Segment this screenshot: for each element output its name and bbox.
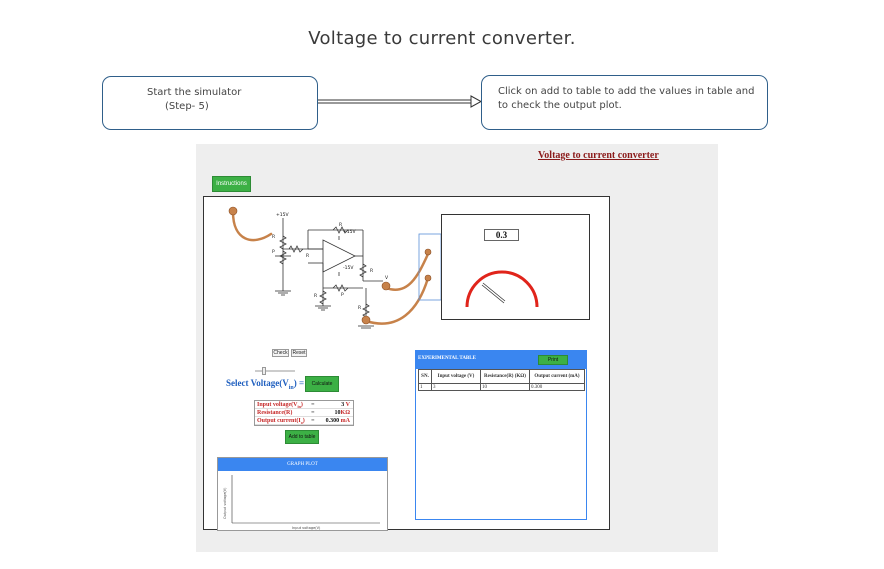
step-instruction-box: Click on add to table to add the values …	[481, 75, 768, 130]
voltage-slider-track[interactable]	[255, 370, 295, 372]
graph-area: Output voltage(V) Input voltage(V)	[223, 475, 380, 530]
table-title: EXPERIMENTAL TABLE	[418, 356, 476, 361]
results-panel: Input voltage(Vin) = 3 V Resistance(R) =…	[254, 400, 354, 426]
simulator-title: Voltage to current converter	[538, 150, 659, 161]
voltage-slider-thumb[interactable]	[262, 367, 266, 375]
table-cell: 3	[431, 383, 481, 391]
label-rl: R	[358, 305, 361, 311]
result-row: Resistance(R) = 10KΩ	[255, 409, 353, 417]
step-arrow	[318, 95, 483, 108]
circuit-diagram: +15V +15V -15V R P R R R P R R V	[228, 206, 442, 329]
table-cell: 1	[418, 383, 432, 391]
column-header: SN.	[418, 369, 432, 384]
label-r2: R	[306, 253, 309, 259]
experimental-table-panel: EXPERIMENTAL TABLE Print SN. Input volta…	[415, 350, 587, 520]
calculate-button[interactable]: Calculate	[305, 376, 339, 392]
label-p2: P	[341, 292, 344, 298]
result-row: Input voltage(Vin) = 3 V	[255, 401, 353, 409]
step-start-text: Start the simulator	[147, 87, 242, 98]
graph-xlabel: Input voltage(V)	[292, 526, 321, 530]
table-header: EXPERIMENTAL TABLE Print	[416, 351, 586, 369]
table-cell: 0.300	[529, 383, 585, 391]
column-header: Input voltage (V)	[431, 369, 481, 384]
add-to-table-button[interactable]: Add to table	[285, 430, 319, 444]
meter-reading: 0.3	[484, 229, 519, 241]
step-start-box: Start the simulator (Step- 5)	[102, 76, 318, 130]
instructions-button[interactable]: Instructions	[212, 176, 251, 192]
table-cell: 10	[480, 383, 530, 391]
label-minus15: -15V	[343, 265, 354, 271]
graph-ylabel: Output voltage(V)	[223, 487, 227, 519]
result-row: Output current(Io) = 0.300 mA	[255, 417, 353, 425]
graph-plot-panel: GRAPH PLOT Output voltage(V) Input volta…	[217, 457, 388, 531]
column-header: Resistance(R) (KΩ)	[480, 369, 530, 384]
label-rl-side: R	[370, 268, 373, 274]
label-r3: R	[314, 293, 317, 299]
page-title: Voltage to current converter.	[308, 28, 576, 49]
label-rf: R	[339, 222, 342, 228]
print-button[interactable]: Print	[538, 355, 568, 365]
column-header: Output current (mA)	[529, 369, 585, 384]
label-plus15-opamp: +15V	[343, 229, 356, 235]
experimental-table: SN. Input voltage (V) Resistance(R) (KΩ)…	[418, 369, 585, 391]
label-r1: R	[272, 234, 275, 240]
ammeter-dial	[465, 270, 539, 308]
check-button[interactable]: Check	[272, 349, 289, 357]
step-instruction-text: Click on add to table to add the values …	[498, 86, 755, 111]
table-row: 1 3 10 0.300	[418, 383, 585, 391]
label-v: V	[385, 275, 389, 281]
step-number-text: (Step- 5)	[165, 101, 209, 112]
reset-button[interactable]: Reset	[291, 349, 307, 357]
label-p1: P	[272, 249, 275, 255]
label-plus15-top: +15V	[276, 212, 289, 218]
graph-title: GRAPH PLOT	[218, 458, 387, 471]
select-voltage-label: Select Voltage(Vin) =	[226, 378, 305, 391]
